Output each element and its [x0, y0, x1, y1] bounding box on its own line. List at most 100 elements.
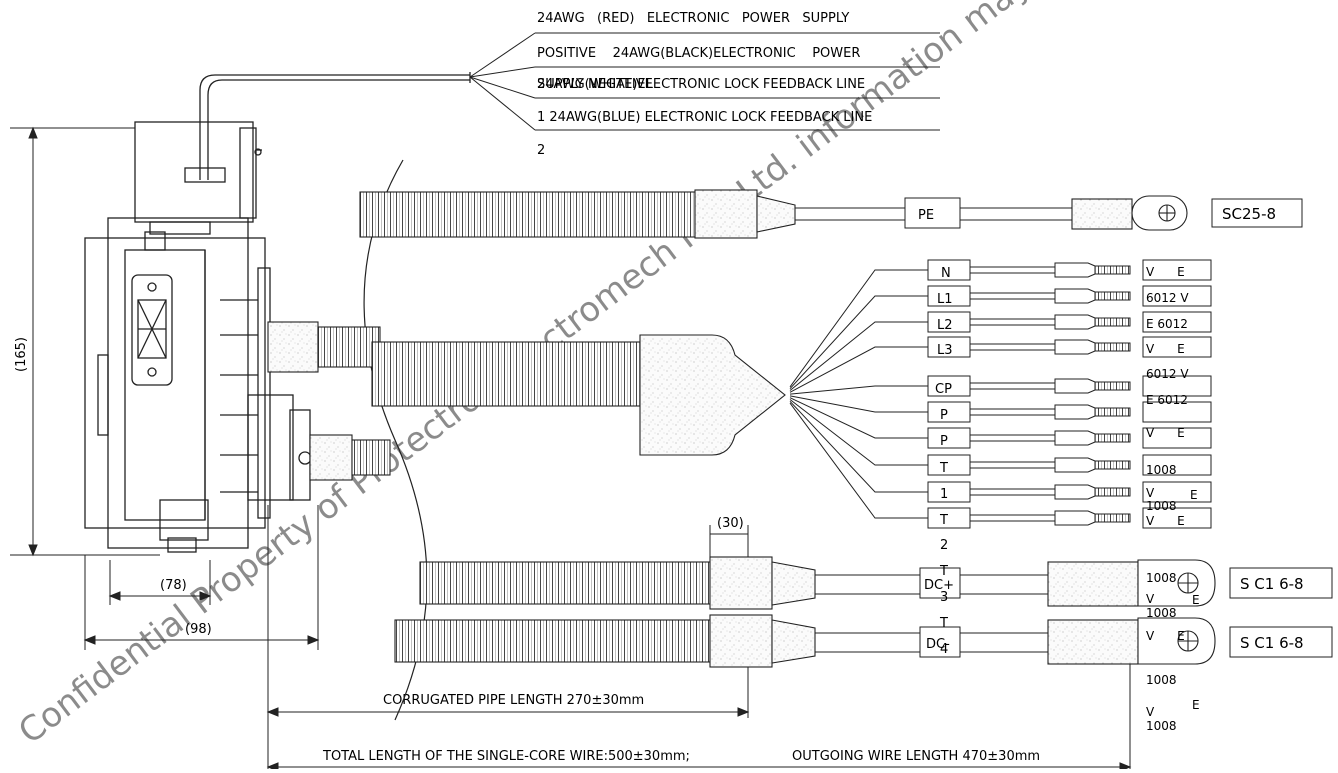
cable-bundles — [267, 189, 1216, 668]
ac-spec-label-1: 6012 V — [1146, 291, 1189, 305]
ac-spec-label-4: 6012 V — [1146, 367, 1189, 381]
ac-ferrule-7 — [1054, 457, 1096, 473]
ac-wire-5 — [789, 395, 928, 413]
width-98-label: (98) — [185, 622, 212, 637]
width-78-label: (78) — [160, 578, 187, 593]
ac-spec-box-4 — [1142, 375, 1212, 397]
ac-pin-5 — [1094, 407, 1131, 417]
ac-label-box-4 — [927, 375, 971, 397]
dc-minus-label-box — [919, 626, 961, 658]
ac-label-box-3 — [927, 336, 971, 358]
ac-label-12: 3 — [940, 590, 948, 605]
pe-terminal-box — [1211, 198, 1303, 228]
ac-spec-label-18: V — [1146, 705, 1155, 719]
ac-spec-label-8: V — [1146, 486, 1155, 500]
ac-label-9: T — [939, 513, 948, 528]
dimension-lines — [10, 126, 1132, 772]
ac-pin-7 — [1094, 460, 1131, 470]
ac-spec-box-2 — [1142, 311, 1212, 333]
ac-label-14: 4 — [940, 642, 948, 657]
ac-wire-tail-4 — [970, 382, 1055, 390]
signal-wire-red-label: 24AWG (RED) ELECTRONIC POWER SUPPLY — [537, 11, 849, 26]
ac-wire-8 — [789, 400, 928, 493]
dc-plus-terminal-label: S C1 6-8 — [1240, 575, 1304, 593]
ac-wire-4 — [789, 385, 928, 395]
ac-spec-box-0 — [1142, 259, 1212, 281]
ac-wire-1 — [789, 295, 928, 390]
dc-plus-label-box — [919, 567, 961, 599]
height-dimension-label: (165) — [14, 337, 29, 372]
ac-spec-label-13: V — [1146, 592, 1155, 606]
ac-spec-box-7 — [1142, 454, 1212, 476]
ac-spec-label-0: V E — [1146, 265, 1185, 279]
ac-wire-tail-6 — [970, 434, 1055, 442]
ac-ferrule-5 — [1054, 404, 1096, 420]
ac-spec-box-9 — [1142, 507, 1212, 529]
single-core-length-label: TOTAL LENGTH OF THE SINGLE-CORE WIRE:500… — [322, 749, 690, 764]
ac-ferrule-4 — [1054, 378, 1096, 394]
ac-wire-7 — [789, 399, 928, 466]
ac-pin-3 — [1094, 342, 1131, 352]
ac-wire-tail-0 — [970, 266, 1055, 274]
ac-pin-9 — [1094, 513, 1131, 523]
ac-label-1: L1 — [937, 292, 953, 307]
ac-label-10: 2 — [940, 538, 948, 553]
ac-wire-3 — [789, 346, 928, 393]
ac-wire-9 — [789, 402, 928, 519]
ac-wire-tail-7 — [970, 461, 1055, 469]
ac-label-7: T — [939, 461, 948, 476]
ac-label-3: L3 — [937, 343, 953, 358]
dc-minus-label: DC- — [926, 637, 950, 652]
ac-label-box-9 — [927, 507, 971, 529]
dc-minus-terminal-label: S C1 6-8 — [1240, 634, 1304, 652]
dc-plus-terminal-box — [1229, 567, 1333, 599]
ac-wire-0 — [789, 269, 928, 388]
ac-spec-label-17: 1008 — [1146, 673, 1177, 687]
ac-wire-tail-9 — [970, 514, 1055, 522]
signal-wire-black-label: POSITIVE 24AWG(BLACK)ELECTRONIC POWER — [537, 46, 860, 61]
signal-wire-negative-label: SUPPLY NEGATIVE — [537, 77, 653, 92]
ac-spec-label-12: 1008 — [1146, 571, 1177, 585]
ac-label-8: 1 — [940, 487, 948, 502]
ac-label-0: N — [941, 266, 951, 281]
signal-wire-blue-suffix: 2 — [537, 143, 545, 158]
ac-spec-box-6 — [1142, 427, 1212, 449]
ac-ferrule-2 — [1054, 314, 1096, 330]
ac-pin-0 — [1094, 265, 1131, 275]
connector-body — [84, 72, 471, 553]
ac-spec-label-11: V E — [1146, 514, 1185, 528]
ac-wire-tail-3 — [970, 343, 1055, 351]
ac-label-box-6 — [927, 427, 971, 449]
ac-wire-tail-5 — [970, 408, 1055, 416]
ac-spec-label-5: E 6012 — [1146, 393, 1188, 407]
ac-spec-label-20: E — [1192, 698, 1200, 712]
ac-label-box-5 — [927, 401, 971, 423]
ac-label-2: L2 — [937, 318, 953, 333]
ac-wire-tail-2 — [970, 318, 1055, 326]
ac-label-6: P — [940, 434, 948, 449]
ac-pin-1 — [1094, 291, 1131, 301]
signal-wire-blue-label: 1 24AWG(BLUE) ELECTRONIC LOCK FEEDBACK L… — [537, 110, 872, 125]
ac-spec-box-3 — [1142, 336, 1212, 358]
ac-label-box-7 — [927, 454, 971, 476]
ac-spec-label-3: V E — [1146, 342, 1185, 356]
pe-label-box — [904, 197, 961, 229]
ac-spec-box-5 — [1142, 401, 1212, 423]
ac-label-11: T — [939, 564, 948, 579]
ac-label-13: T — [939, 616, 948, 631]
dc-plus-label: DC+ — [924, 578, 954, 593]
ac-spec-box-8 — [1142, 481, 1212, 503]
ac-label-box-2 — [927, 311, 971, 333]
ac-spec-label-6: V E — [1146, 426, 1185, 440]
signal-wire-fan — [469, 32, 940, 131]
signal-wire-white-label: 24AWG(WHITE)ELECTRONIC LOCK FEEDBACK LIN… — [537, 77, 865, 92]
pe-label: PE — [918, 208, 934, 223]
ac-pin-4 — [1094, 381, 1131, 391]
ac-spec-label-9: 1008 — [1146, 499, 1177, 513]
ac-label-5: P — [940, 408, 948, 423]
sleeve-30-label: (30) — [717, 516, 744, 531]
ac-spec-label-7: 1008 — [1146, 463, 1177, 477]
